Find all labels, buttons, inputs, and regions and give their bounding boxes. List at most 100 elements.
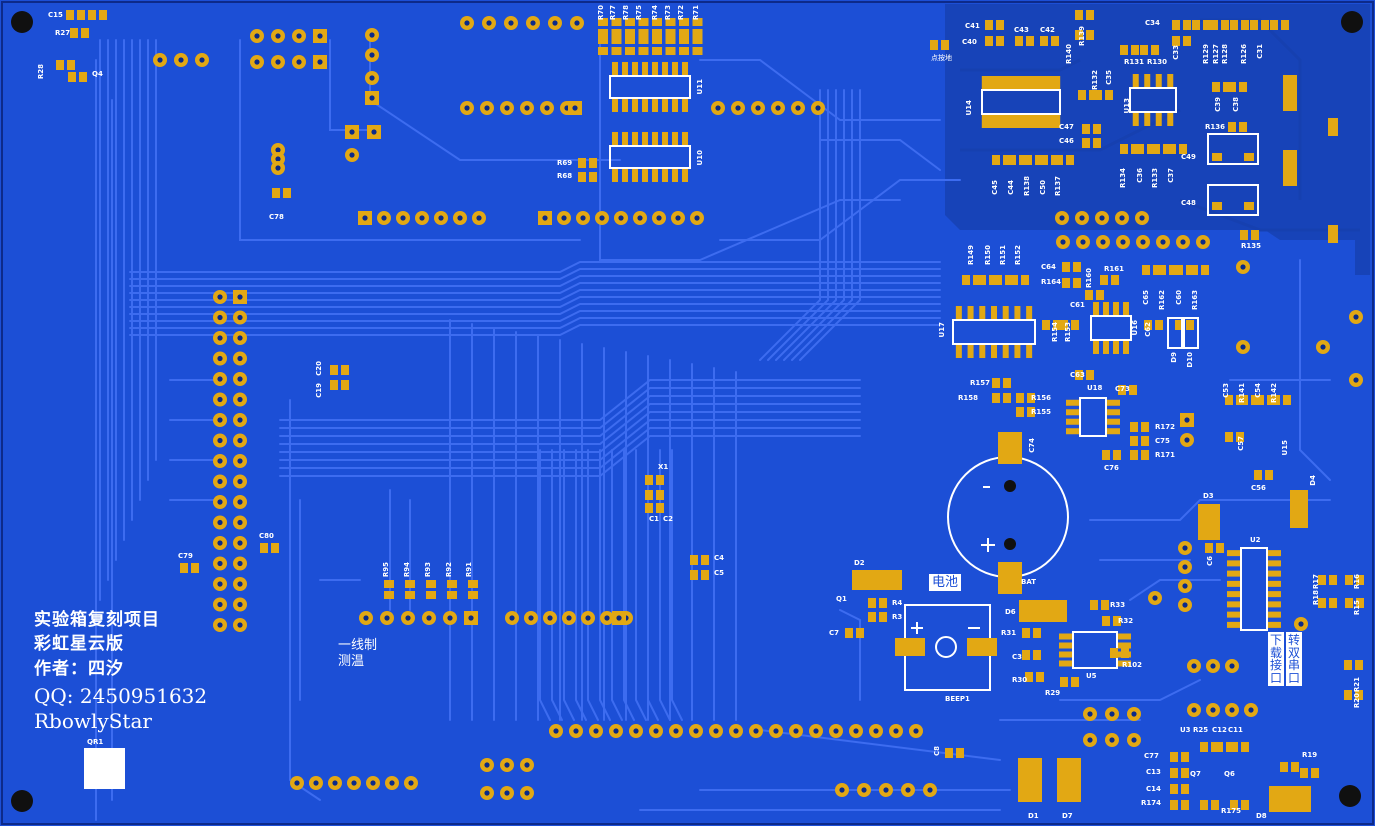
smd-pad [692,47,703,55]
ref-u10: U10 [696,150,704,166]
smd-pad [1141,436,1149,446]
ref-c63: C63 [1070,371,1085,379]
smd-pad [638,47,649,55]
smd-pad [701,555,709,565]
smd-pad [1268,550,1281,557]
smd-pad [1035,155,1043,165]
smd-pad [998,76,1005,89]
smd-pad [1010,275,1018,285]
smd-pad [1179,144,1187,154]
smd-pad [1075,30,1083,40]
smd-pad [1093,138,1101,148]
ref-c35: C35 [1105,70,1113,85]
smd-pad [1163,144,1171,154]
smd-pad [1175,320,1183,330]
smd-pad [1024,155,1032,165]
ref-u18: U18 [1087,384,1103,392]
smd-pad [1170,784,1178,794]
smd-pad [638,18,649,26]
copper-trace [329,39,381,131]
ref-r73: R73 [664,5,672,21]
ref-c50: C50 [1039,180,1047,195]
smd-pad [1026,345,1033,358]
copper-trace [635,449,647,721]
smd-pad [665,36,676,44]
smd-pad [991,306,997,319]
smd-pad [1345,598,1353,608]
ref-r175: R175 [1221,807,1242,815]
smd-pad [632,169,638,182]
copper-trace [129,275,941,287]
smd-pad [1113,341,1119,354]
battery-note: 电池 [929,574,962,591]
smd-pad [1019,155,1027,165]
ref-c49: C49 [1181,153,1196,161]
copper-trace [611,449,623,721]
smd-pad [283,188,291,198]
smd-pad [88,10,96,20]
ref-qr1: QR1 [87,738,104,746]
ref-r94: R94 [403,562,411,578]
smd-pad [622,99,628,112]
smd-pad [1060,320,1068,330]
ref-r18: R18 [1312,590,1320,606]
smd-pad [1152,144,1160,154]
copper-trace [279,395,861,437]
smd-pad [1230,20,1238,30]
ref-c78: C78 [269,213,284,221]
smd-pad [1062,278,1070,288]
smd-pad [1113,450,1121,460]
smd-pad [468,580,478,588]
smd-pad [642,132,648,145]
smd-pad [1268,580,1281,587]
ref-r17: R17 [1312,574,1320,590]
smd-pad [1022,628,1030,638]
smd-pad [1239,122,1247,132]
smd-pad [578,158,586,168]
smd-pad [1066,155,1074,165]
smd-pad [1205,543,1213,553]
smd-pad [1175,265,1183,275]
smd-pad [1144,74,1151,87]
mount-hole [11,11,33,33]
smd-pad [656,503,664,513]
smd-pad [589,172,597,182]
ic-outline [1079,397,1107,437]
smd-pad [1003,393,1011,403]
copper-trace [960,58,1081,72]
smd-pad [1016,407,1024,417]
smd-pad [1142,265,1150,275]
ref-r158: R158 [958,394,979,402]
smd-pad [930,40,938,50]
copper-trace [369,39,621,161]
mount-hole [1339,785,1361,807]
ref-r68: R68 [557,172,573,180]
smd-pad [1008,155,1016,165]
ref-r134: R134 [1119,168,1127,189]
smd-pad [682,62,688,75]
title-edition: 彩虹星云版 [34,634,124,654]
smd-pad [652,29,662,37]
copper-trace [279,403,861,445]
smd-pad [652,99,658,112]
smd-pad [672,132,678,145]
smd-pad [1086,370,1094,380]
smd-pad [1130,436,1138,446]
smd-pad [1075,370,1083,380]
copper-trace [551,449,563,721]
pad-layer [56,10,1364,812]
smd-pad [1192,20,1200,30]
ic-outline [952,319,1036,345]
smd-pad [1227,611,1240,618]
ref-c11: C11 [1228,726,1243,734]
smd-pad [1210,20,1218,30]
ref-u11: U11 [696,79,704,95]
ref-c73: C73 [1115,385,1130,393]
smd-pad [879,598,887,608]
smd-pad [1002,306,1009,319]
smd-pad [656,490,664,500]
smd-pad [1268,601,1281,608]
ref-c41: C41 [965,22,980,30]
smd-pad [67,60,75,70]
smd-pad [1153,265,1161,275]
